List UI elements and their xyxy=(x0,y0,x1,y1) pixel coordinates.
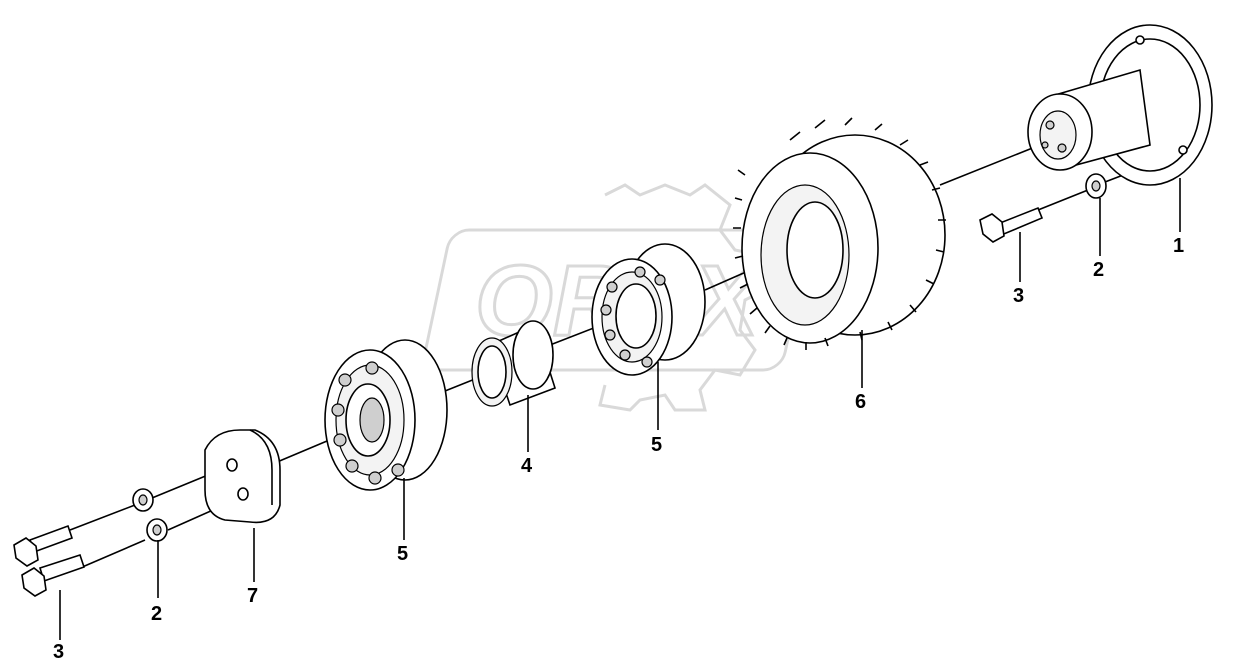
part-1-flanged-hub xyxy=(1027,24,1213,186)
callout-4: 4 xyxy=(521,455,533,477)
callout-numbers: 1 2 3 6 5 4 5 7 2 3 xyxy=(53,235,1184,663)
callout-5-lower: 5 xyxy=(397,543,408,565)
callout-5-upper: 5 xyxy=(651,434,662,456)
part-2-washer-right xyxy=(1085,173,1107,199)
part-2-washers-left xyxy=(132,488,168,542)
part-3-bolt-right xyxy=(979,206,1044,243)
part-6-gear xyxy=(733,117,946,350)
callout-3-right: 3 xyxy=(1013,285,1024,307)
callout-7: 7 xyxy=(247,585,258,607)
callout-3-left: 3 xyxy=(53,641,64,663)
part-7-retaining-plate xyxy=(204,429,281,524)
callout-2-left: 2 xyxy=(151,603,162,625)
callout-6: 6 xyxy=(855,391,866,413)
callout-2-right: 2 xyxy=(1093,259,1104,281)
part-4-sleeve xyxy=(471,320,556,407)
part-5-bearing-upper xyxy=(591,243,706,376)
part-3-bolts-left xyxy=(13,524,86,597)
leader-lines xyxy=(59,178,1181,640)
callout-1: 1 xyxy=(1173,235,1184,257)
part-5-bearing-lower xyxy=(324,339,448,491)
